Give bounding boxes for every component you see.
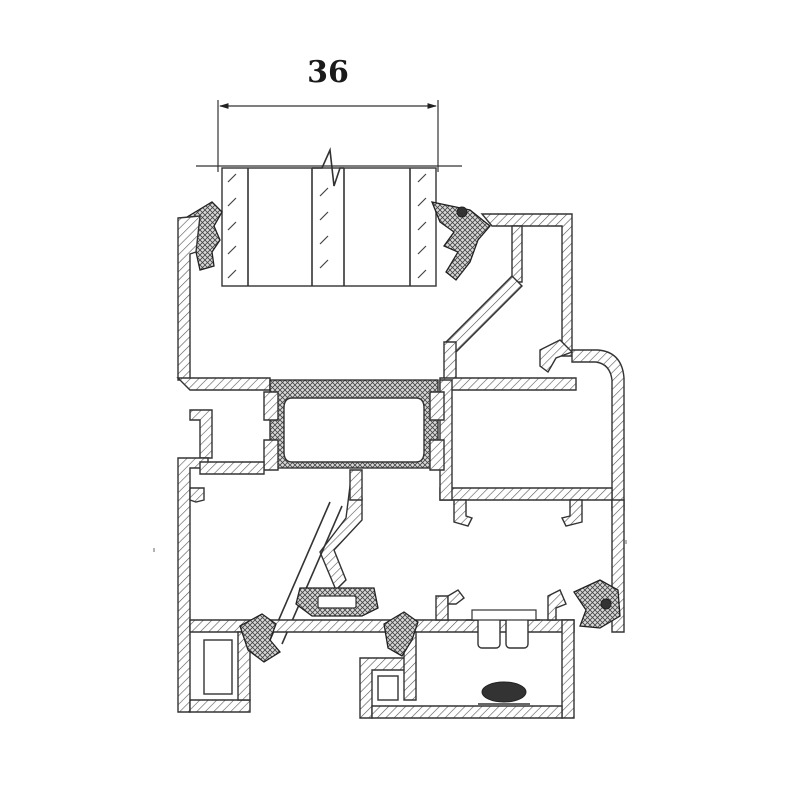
thermal-break-upper bbox=[263, 379, 445, 471]
sash-center-seal bbox=[295, 587, 379, 617]
dimension-value: 36 bbox=[307, 55, 349, 90]
dimension-annotation: 36 bbox=[196, 55, 462, 172]
stray-marks bbox=[153, 540, 627, 552]
corner-gasket-right bbox=[573, 579, 621, 629]
glazing-bead-seal-right bbox=[383, 611, 419, 657]
hardware-channel-insert bbox=[466, 609, 540, 649]
frame-profile bbox=[177, 457, 625, 719]
drainage-cap bbox=[478, 681, 530, 705]
glazing-bead-seal-left bbox=[239, 613, 281, 663]
glass-outline bbox=[221, 167, 437, 287]
break-symbol bbox=[312, 146, 344, 187]
glazing-unit bbox=[221, 146, 437, 287]
sash-profile bbox=[176, 213, 625, 527]
glazing-gasket-right bbox=[430, 201, 491, 281]
